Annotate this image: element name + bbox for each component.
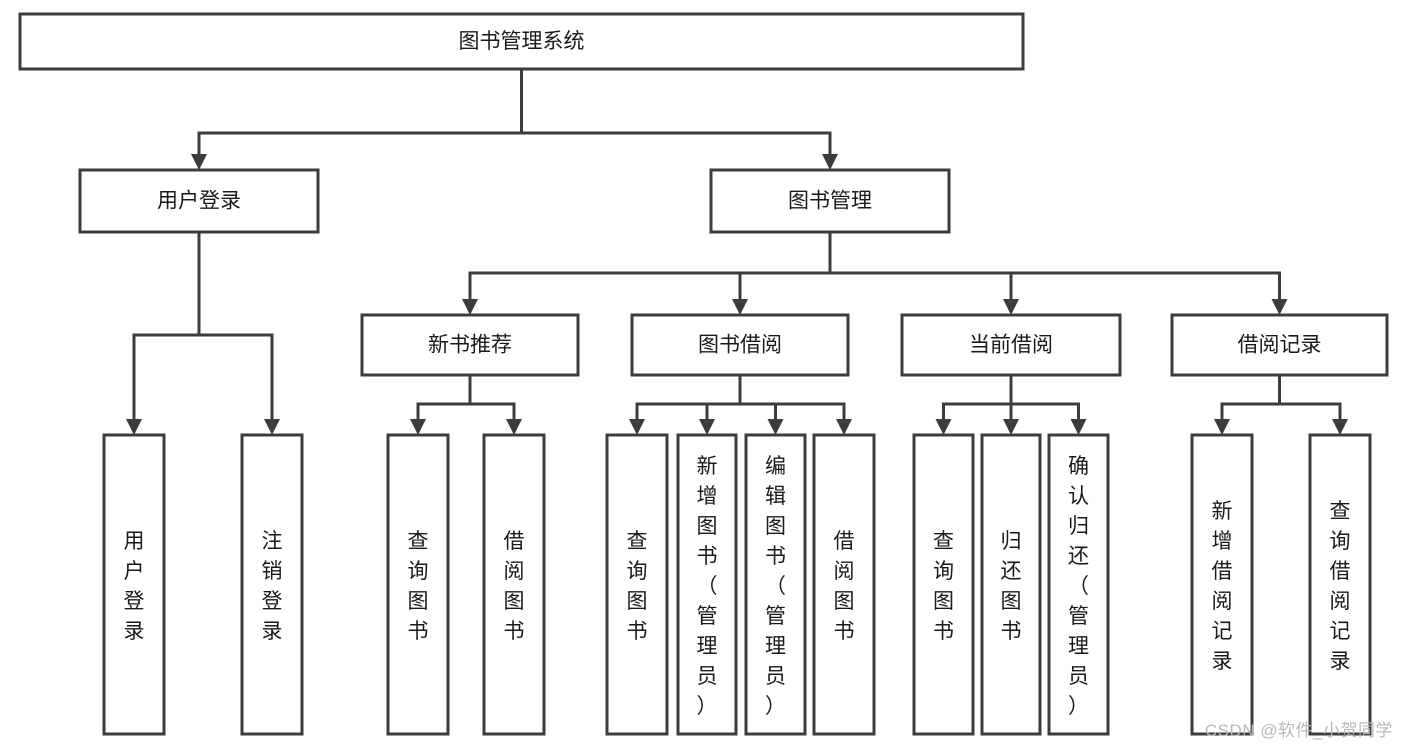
node-box-book-borrow[interactable] — [630, 313, 850, 377]
node-box-leaf-confirm-return[interactable] — [1047, 433, 1110, 736]
node-box-leaf-query-book-3[interactable] — [912, 433, 975, 736]
edge-borrow-record-to-leaf-add-record — [1214, 375, 1281, 435]
node-box-borrow-record[interactable] — [1170, 313, 1389, 377]
node-box-leaf-add-record[interactable] — [1190, 433, 1254, 736]
node-box-current-borrow[interactable] — [900, 313, 1122, 377]
edge-root-to-user-login — [191, 69, 523, 170]
node-box-leaf-borrow-book-2[interactable] — [812, 433, 876, 736]
node-box-leaf-user-login[interactable] — [102, 433, 166, 736]
node-box-book-manage[interactable] — [709, 168, 951, 234]
node-label-user-login: 用户登录 — [157, 190, 241, 213]
node-label-leaf-borrow-book-2: 借阅图书 — [834, 530, 855, 643]
node-leaf-edit-book[interactable]: 编辑图书（管理员） — [744, 433, 807, 736]
node-label-new-book-recommend: 新书推荐 — [428, 334, 512, 357]
node-label-leaf-borrow-book-1: 借阅图书 — [504, 530, 525, 643]
node-box-new-book-recommend[interactable] — [360, 313, 580, 377]
node-label-leaf-confirm-return: 确认归还（管理员） — [1068, 455, 1089, 718]
edge-book-manage-to-borrow-record — [828, 232, 1288, 315]
node-book-manage[interactable]: 图书管理 — [709, 168, 951, 234]
node-layer: 图书管理系统用户登录图书管理新书推荐图书借阅当前借阅借阅记录用户登录注销登录查询… — [18, 12, 1389, 736]
node-label-current-borrow: 当前借阅 — [969, 334, 1053, 357]
node-label-leaf-return-book: 归还图书 — [1001, 530, 1022, 643]
node-box-leaf-add-book[interactable] — [676, 433, 738, 736]
node-root[interactable]: 图书管理系统 — [18, 12, 1025, 71]
node-box-leaf-query-record[interactable] — [1308, 433, 1372, 736]
edge-new-book-recommend-to-leaf-query-book-1 — [410, 375, 472, 435]
node-box-user-login[interactable] — [78, 168, 320, 234]
node-leaf-query-book-3[interactable]: 查询图书 — [912, 433, 975, 736]
node-label-book-borrow: 图书借阅 — [698, 334, 782, 357]
node-leaf-query-book-1[interactable]: 查询图书 — [386, 433, 450, 736]
edge-book-borrow-to-leaf-borrow-book-2 — [738, 375, 852, 435]
edge-borrow-record-to-leaf-query-record — [1278, 375, 1348, 435]
node-label-book-manage: 图书管理 — [788, 190, 872, 213]
node-label-leaf-edit-book: 编辑图书（管理员） — [765, 455, 786, 718]
edge-current-borrow-to-leaf-query-book-3 — [935, 375, 1013, 435]
node-leaf-add-book[interactable]: 新增图书（管理员） — [676, 433, 738, 736]
edge-user-login-to-leaf-user-login — [126, 232, 201, 435]
node-leaf-borrow-book-2[interactable]: 借阅图书 — [812, 433, 876, 736]
node-label-root: 图书管理系统 — [459, 30, 585, 53]
node-leaf-confirm-return[interactable]: 确认归还（管理员） — [1047, 433, 1110, 736]
edge-layer — [126, 69, 1348, 435]
node-label-leaf-add-record: 新增借阅记录 — [1212, 500, 1233, 673]
node-borrow-record[interactable]: 借阅记录 — [1170, 313, 1389, 377]
node-label-borrow-record: 借阅记录 — [1238, 334, 1322, 357]
node-box-leaf-query-book-1[interactable] — [386, 433, 450, 736]
node-leaf-return-book[interactable]: 归还图书 — [980, 433, 1042, 736]
edge-current-borrow-to-leaf-confirm-return — [1009, 375, 1087, 435]
node-leaf-user-login[interactable]: 用户登录 — [102, 433, 166, 736]
node-label-leaf-query-book-2: 查询图书 — [627, 530, 648, 643]
node-current-borrow[interactable]: 当前借阅 — [900, 313, 1122, 377]
node-box-leaf-edit-book[interactable] — [744, 433, 807, 736]
node-leaf-query-book-2[interactable]: 查询图书 — [605, 433, 669, 736]
node-box-leaf-return-book[interactable] — [980, 433, 1042, 736]
node-label-leaf-add-book: 新增图书（管理员） — [697, 455, 718, 718]
node-book-borrow[interactable]: 图书借阅 — [630, 313, 850, 377]
node-leaf-add-record[interactable]: 新增借阅记录 — [1190, 433, 1254, 736]
node-label-leaf-query-book-1: 查询图书 — [408, 530, 429, 643]
node-leaf-user-logout[interactable]: 注销登录 — [240, 433, 304, 736]
edge-root-to-book-manage — [520, 69, 838, 170]
edge-new-book-recommend-to-leaf-borrow-book-1 — [468, 375, 522, 435]
node-box-leaf-user-logout[interactable] — [240, 433, 304, 736]
node-box-leaf-borrow-book-1[interactable] — [482, 433, 546, 736]
node-label-leaf-user-login: 用户登录 — [124, 530, 145, 643]
node-user-login[interactable]: 用户登录 — [78, 168, 320, 234]
edge-book-manage-to-book-borrow — [732, 232, 832, 315]
node-label-leaf-query-book-3: 查询图书 — [933, 530, 954, 643]
node-box-leaf-query-book-2[interactable] — [605, 433, 669, 736]
node-leaf-query-record[interactable]: 查询借阅记录 — [1308, 433, 1372, 736]
node-label-leaf-user-logout: 注销登录 — [262, 530, 283, 643]
node-new-book-recommend[interactable]: 新书推荐 — [360, 313, 580, 377]
node-box-root[interactable] — [18, 12, 1025, 71]
edge-user-login-to-leaf-user-logout — [197, 232, 280, 435]
node-label-leaf-query-record: 查询借阅记录 — [1330, 500, 1351, 673]
node-leaf-borrow-book-1[interactable]: 借阅图书 — [482, 433, 546, 736]
